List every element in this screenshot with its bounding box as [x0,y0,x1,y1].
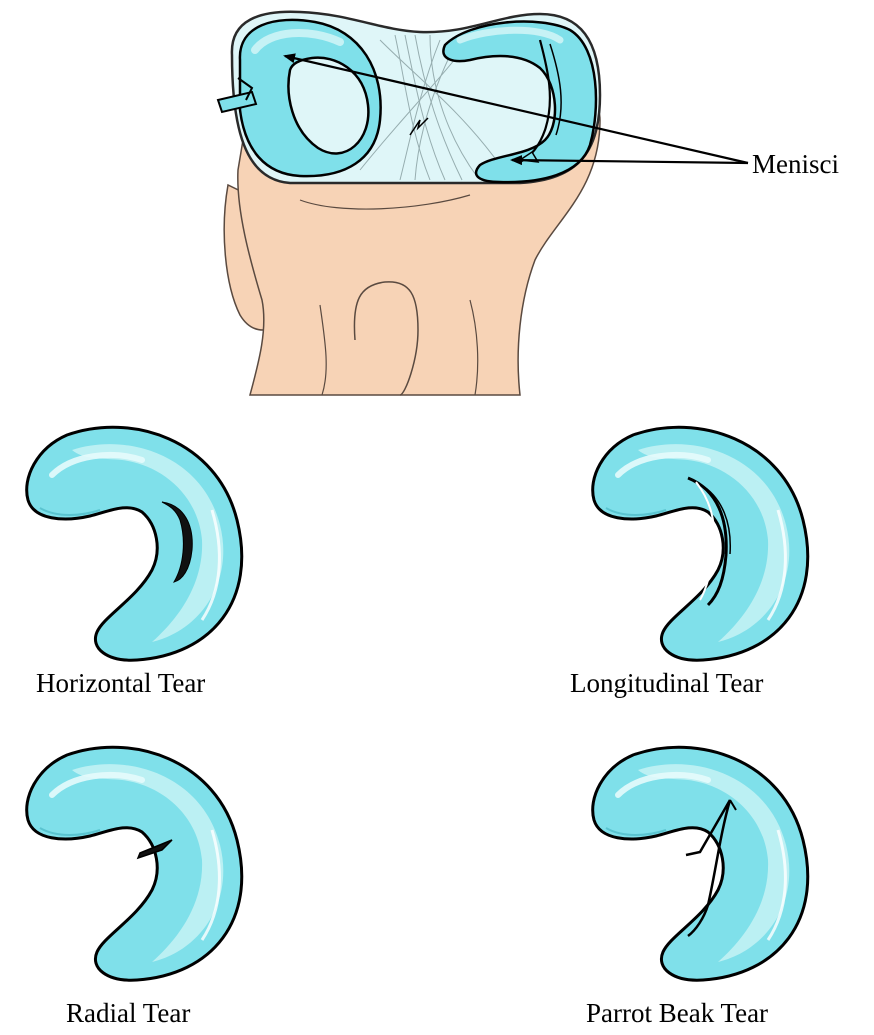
longitudinal-tear-meniscus-icon [593,427,808,660]
radial-tear-caption: Radial Tear [66,1000,190,1027]
knee-joint-illustration [218,12,600,395]
radial-tear-meniscus-icon [27,747,242,980]
horizontal-tear-caption: Horizontal Tear [36,670,205,697]
parrot-beak-tear-meniscus-icon [593,747,808,980]
longitudinal-tear-caption: Longitudinal Tear [570,670,763,697]
menisci-label: Menisci [752,151,839,178]
horizontal-tear-meniscus-icon [27,427,242,660]
parrot-beak-tear-caption: Parrot Beak Tear [586,1000,768,1027]
